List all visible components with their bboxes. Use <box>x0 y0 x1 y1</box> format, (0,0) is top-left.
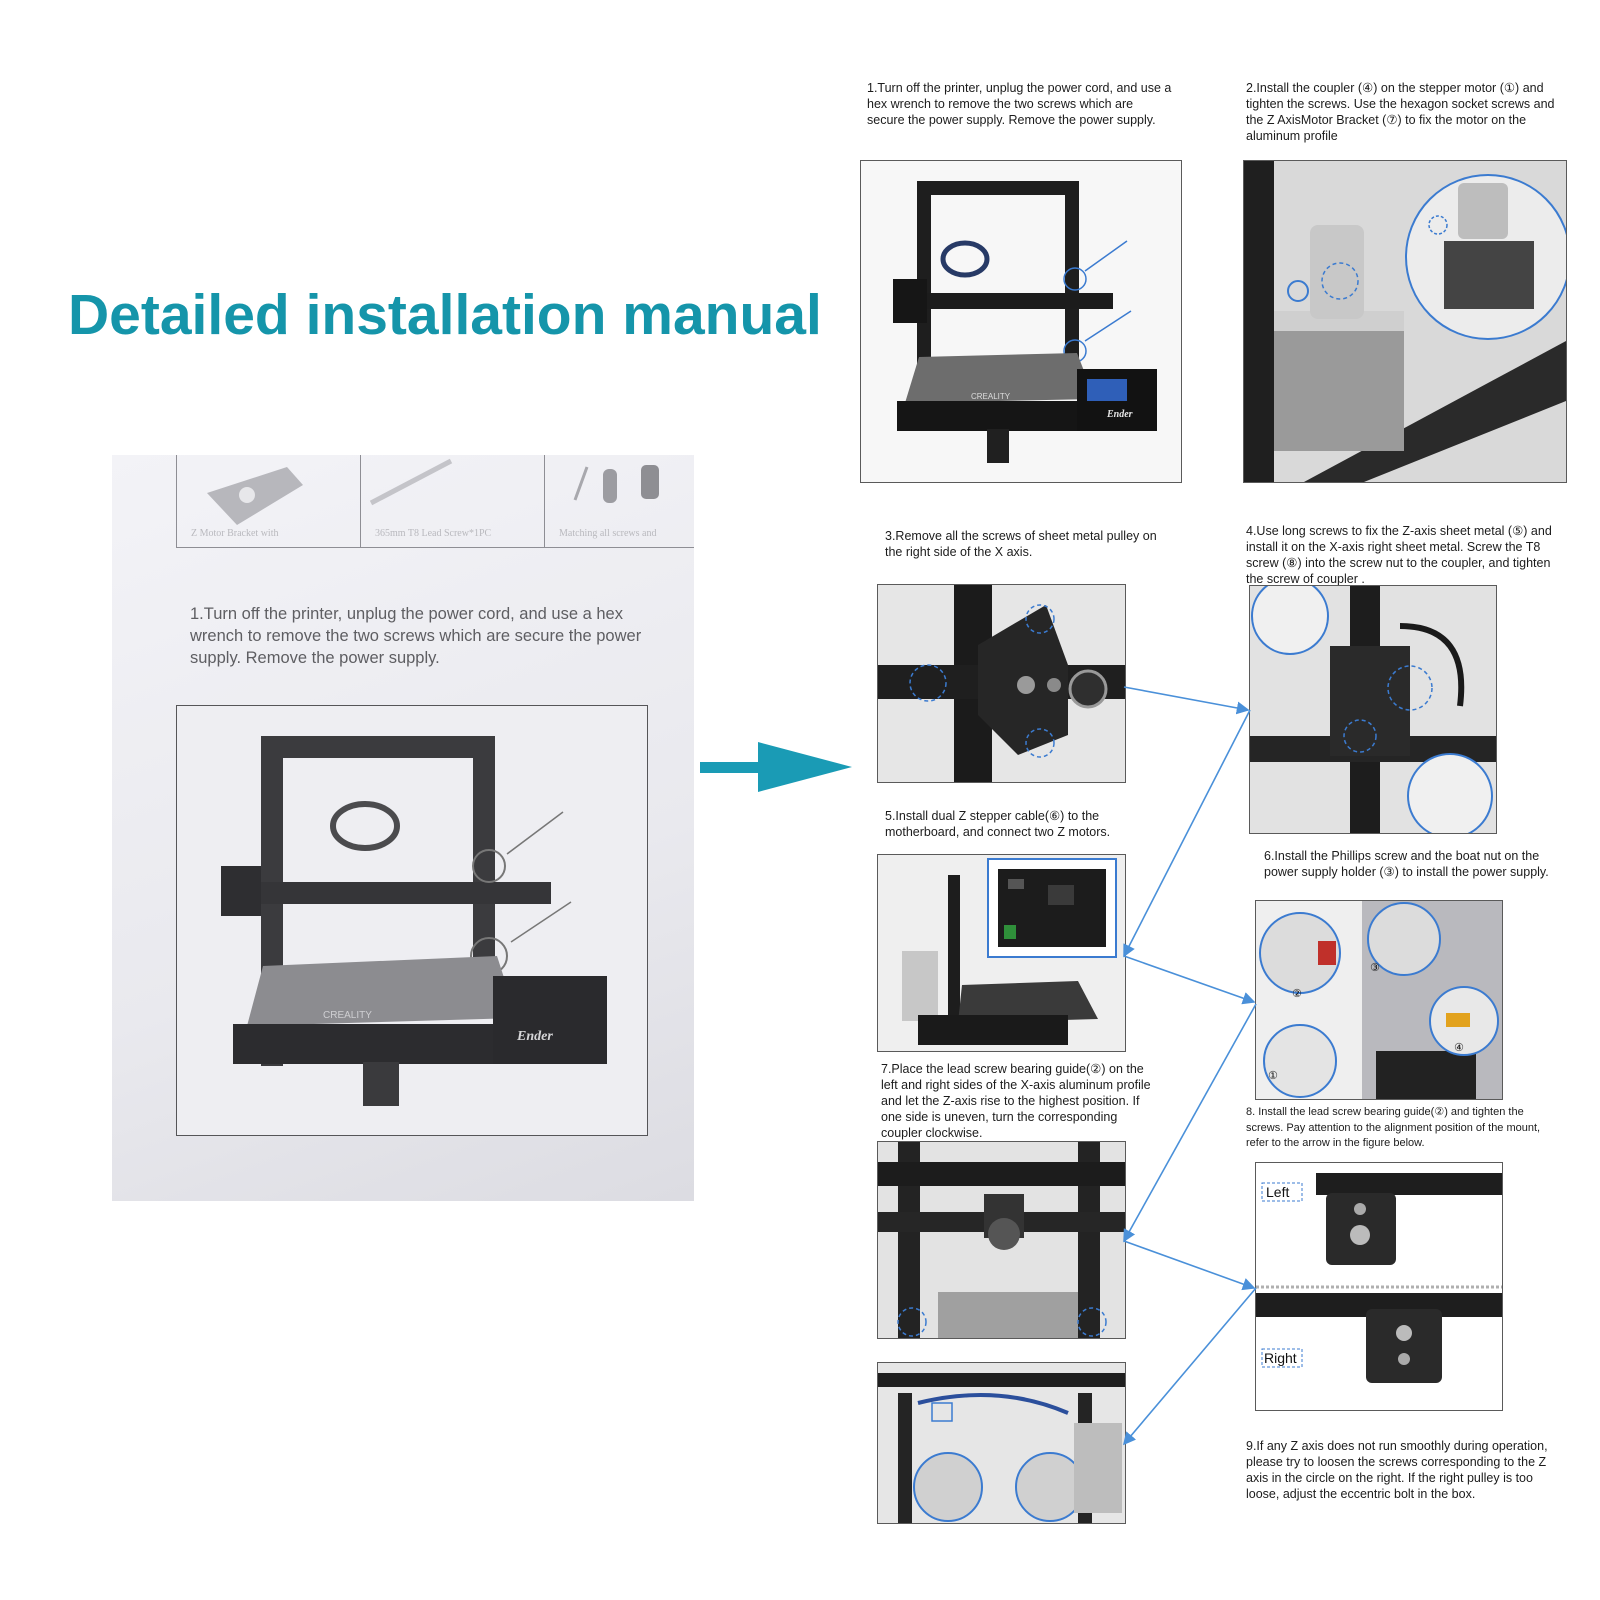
callout-number: ④ <box>1454 1041 1464 1054</box>
zaxis-sheet-photo-icon <box>1250 586 1496 833</box>
motor-coupler-photo-icon <box>1244 161 1566 482</box>
brand-label: CREALITY <box>971 392 1011 401</box>
part-caption: 365mm T8 Lead Screw*1PC <box>375 528 492 539</box>
step-2-caption: 2.Install the coupler (④) on the stepper… <box>1246 81 1555 143</box>
alignment-photo-icon: Left Right <box>1256 1163 1502 1410</box>
power-supply-photo-icon: ① ② ③ ④ <box>1256 901 1502 1099</box>
step-8-image: Left Right <box>1255 1162 1503 1411</box>
step-1-caption: 1.Turn off the printer, unplug the power… <box>867 81 1172 127</box>
bracket-sketch-icon <box>207 467 303 525</box>
screws-sketch-icon <box>573 465 659 503</box>
big-arrow-icon <box>700 742 852 792</box>
arrow-3-to-4 <box>1123 686 1250 715</box>
part-cell-bracket: Z Motor Bracket with <box>176 455 361 547</box>
right-label: Right <box>1264 1350 1297 1366</box>
step-3-caption: 3.Remove all the screws of sheet metal p… <box>885 529 1157 559</box>
manual-photo: Z Motor Bracket with 365mm T8 Lead Screw… <box>112 455 694 1201</box>
page-title: Detailed installation manual <box>68 283 822 347</box>
manual-printer-figure: CREALITY Ender <box>176 705 648 1136</box>
step-7-caption: 7.Place the lead screw bearing guide(②) … <box>881 1062 1151 1140</box>
pulley-photo-icon <box>878 585 1125 782</box>
part-cell-leadscrew: 365mm T8 Lead Screw*1PC <box>360 455 545 547</box>
left-label: Left <box>1266 1184 1289 1200</box>
callout-number: ① <box>1268 1069 1278 1082</box>
arrow-8-to-9 <box>1122 1287 1257 1446</box>
leadscrew-sketch-icon <box>369 458 453 506</box>
step-9-image <box>877 1362 1126 1524</box>
model-label: Ender <box>516 1029 553 1044</box>
bearing-guide-photo-icon <box>878 1142 1125 1338</box>
callout-number: ② <box>1292 987 1302 1000</box>
step-9-caption: 9.If any Z axis does not run smoothly du… <box>1246 1439 1548 1501</box>
step-8-caption: 8. Install the lead screw bearing guide(… <box>1246 1106 1541 1149</box>
manual-step-text: 1.Turn off the printer, unplug the power… <box>190 605 642 667</box>
part-caption: Z Motor Bracket with <box>191 528 279 539</box>
part-cell-screws: Matching all screws and <box>544 455 694 547</box>
motherboard-photo-icon <box>878 855 1125 1051</box>
model-label: Ender <box>1106 409 1133 420</box>
parts-row: Z Motor Bracket with 365mm T8 Lead Screw… <box>176 455 694 548</box>
printer-sketch-icon: CREALITY Ender <box>221 736 607 1106</box>
step-2-image <box>1243 160 1567 483</box>
step-5-caption: 5.Install dual Z stepper cable(⑥) to the… <box>885 809 1111 839</box>
step-4-caption: 4.Use long screws to fix the Z-axis shee… <box>1246 524 1552 586</box>
callout-number: ③ <box>1370 961 1380 974</box>
step-7-image <box>877 1141 1126 1339</box>
step-6-image: ① ② ③ ④ <box>1255 900 1503 1100</box>
step-3-image <box>877 584 1126 783</box>
printer-photo-icon: CREALITY Ender <box>861 161 1181 482</box>
eccentric-bolt-photo-icon <box>878 1363 1125 1523</box>
arrow-5-to-6 <box>1123 955 1256 1005</box>
step-5-image <box>877 854 1126 1052</box>
step-6-caption: 6.Install the Phillips screw and the boa… <box>1264 849 1549 879</box>
part-caption: Matching all screws and <box>559 528 657 539</box>
brand-label: CREALITY <box>323 1010 372 1021</box>
step-1-image: CREALITY Ender <box>860 160 1182 483</box>
step-4-image <box>1249 585 1497 834</box>
arrow-7-to-8 <box>1123 1240 1256 1291</box>
